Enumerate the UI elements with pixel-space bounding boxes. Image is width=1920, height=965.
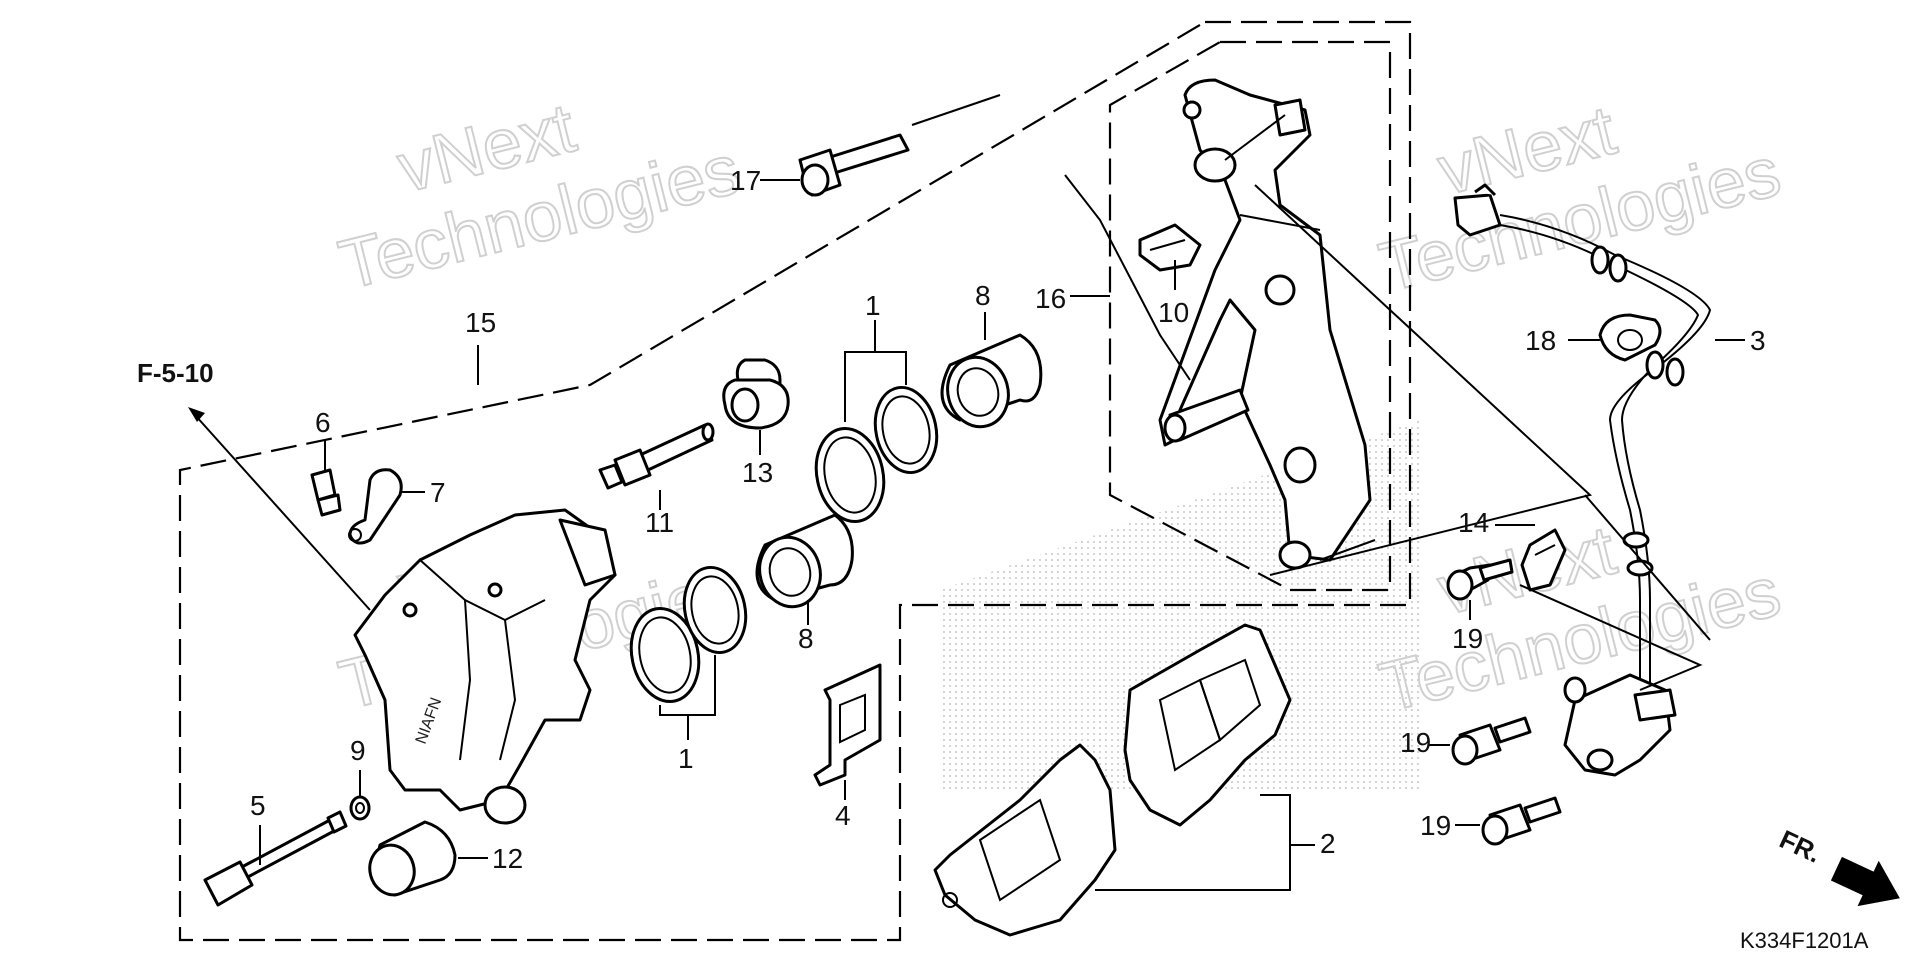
- part-2-pads: [933, 623, 1315, 937]
- callout-8-lower: 8: [798, 623, 814, 654]
- diagram-code: K334F1201A: [1740, 928, 1869, 953]
- part-19-bolt-b: [1428, 716, 1532, 766]
- group-boundary-lines: [178, 20, 1412, 942]
- callout-7: 7: [430, 477, 446, 508]
- callout-1-upper: 1: [865, 290, 881, 321]
- callout-2: 2: [1320, 828, 1336, 859]
- part-19-bolt-c: [1455, 796, 1562, 846]
- part-12-plug: [368, 820, 488, 897]
- part-11-pin: [598, 422, 715, 510]
- direction-arrow: [1830, 856, 1900, 907]
- callout-8-upper: 8: [975, 280, 991, 311]
- reference-label: F-5-10: [137, 358, 214, 388]
- part-1-seals-lower: [629, 565, 748, 740]
- callout-14: 14: [1458, 507, 1489, 538]
- callout-9: 9: [350, 735, 366, 766]
- part-10-clip: [1138, 223, 1202, 290]
- part-6-bleeder: [310, 440, 342, 517]
- callout-numbers: 1 1 2 3 4 5 6 7 8 8 9 10 11 12 13 14 15 …: [250, 165, 1766, 874]
- callout-19-upper: 19: [1452, 623, 1483, 654]
- part-19-bolt-a: [1446, 558, 1514, 620]
- callout-leaders: [477, 179, 1110, 385]
- callout-3: 3: [1750, 325, 1766, 356]
- part-13-boot: [722, 358, 790, 455]
- callout-6: 6: [315, 407, 331, 438]
- part-8-piston-lower: [755, 513, 854, 625]
- callout-10: 10: [1158, 297, 1189, 328]
- part-9-washer: [349, 770, 371, 821]
- part-18-clamp: [1568, 313, 1662, 362]
- part-17-bolt: [798, 94, 1001, 197]
- callout-16: 16: [1035, 283, 1066, 314]
- assembly-lines: [1064, 114, 1711, 691]
- callout-19-lower: 19: [1420, 810, 1451, 841]
- part-1-seals-upper: [814, 320, 939, 523]
- reference-arrow: F-5-10: [137, 358, 371, 611]
- part-16-bracket: [1158, 78, 1372, 570]
- part-5-pin-bolt: [203, 810, 348, 907]
- part-8-piston-upper: [940, 312, 1043, 429]
- callout-13: 13: [742, 457, 773, 488]
- callout-1-lower: 1: [678, 743, 694, 774]
- callout-15: 15: [465, 307, 496, 338]
- part-4-spring: [813, 663, 882, 800]
- callout-4: 4: [835, 800, 851, 831]
- callout-18: 18: [1525, 325, 1556, 356]
- callout-17: 17: [730, 165, 761, 196]
- part-7-cap: [348, 468, 425, 545]
- callout-19-middle: 19: [1400, 727, 1431, 758]
- part-3-sensor: [1453, 183, 1745, 777]
- part-14-retainer: [1495, 524, 1567, 592]
- direction-label: FR.: [1775, 824, 1826, 869]
- callout-12: 12: [492, 843, 523, 874]
- callout-11: 11: [645, 507, 674, 538]
- part-15-caliper: NIAFN: [353, 508, 617, 825]
- callout-5: 5: [250, 790, 266, 821]
